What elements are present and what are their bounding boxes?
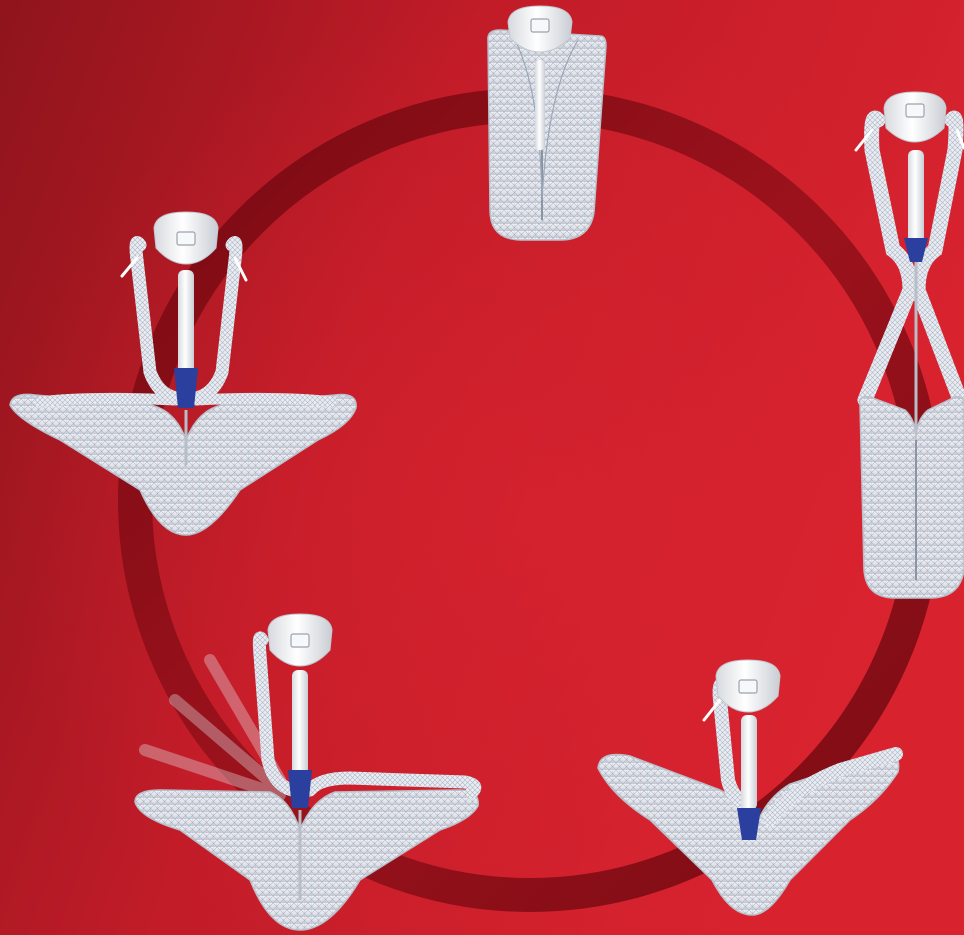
moving-handle-stem bbox=[292, 670, 308, 775]
unfolding-handle-button bbox=[739, 680, 757, 693]
moving-knot-icon bbox=[288, 770, 312, 808]
deployed-handle-stem bbox=[178, 270, 194, 375]
stage-1-collapsed-device bbox=[488, 6, 606, 240]
deployed-knot-icon bbox=[174, 368, 198, 408]
extending-handle-stem bbox=[908, 150, 924, 245]
deployed-handle-button bbox=[177, 232, 195, 245]
collapsed-handle-button bbox=[531, 19, 549, 32]
extending-mesh-bag bbox=[860, 397, 964, 598]
unfolding-handle-stem bbox=[741, 715, 757, 810]
collapsed-mesh-body bbox=[488, 30, 606, 240]
collapsed-handle-stem bbox=[535, 60, 545, 150]
extending-handle-button bbox=[906, 104, 924, 117]
moving-handle-button bbox=[291, 634, 309, 647]
